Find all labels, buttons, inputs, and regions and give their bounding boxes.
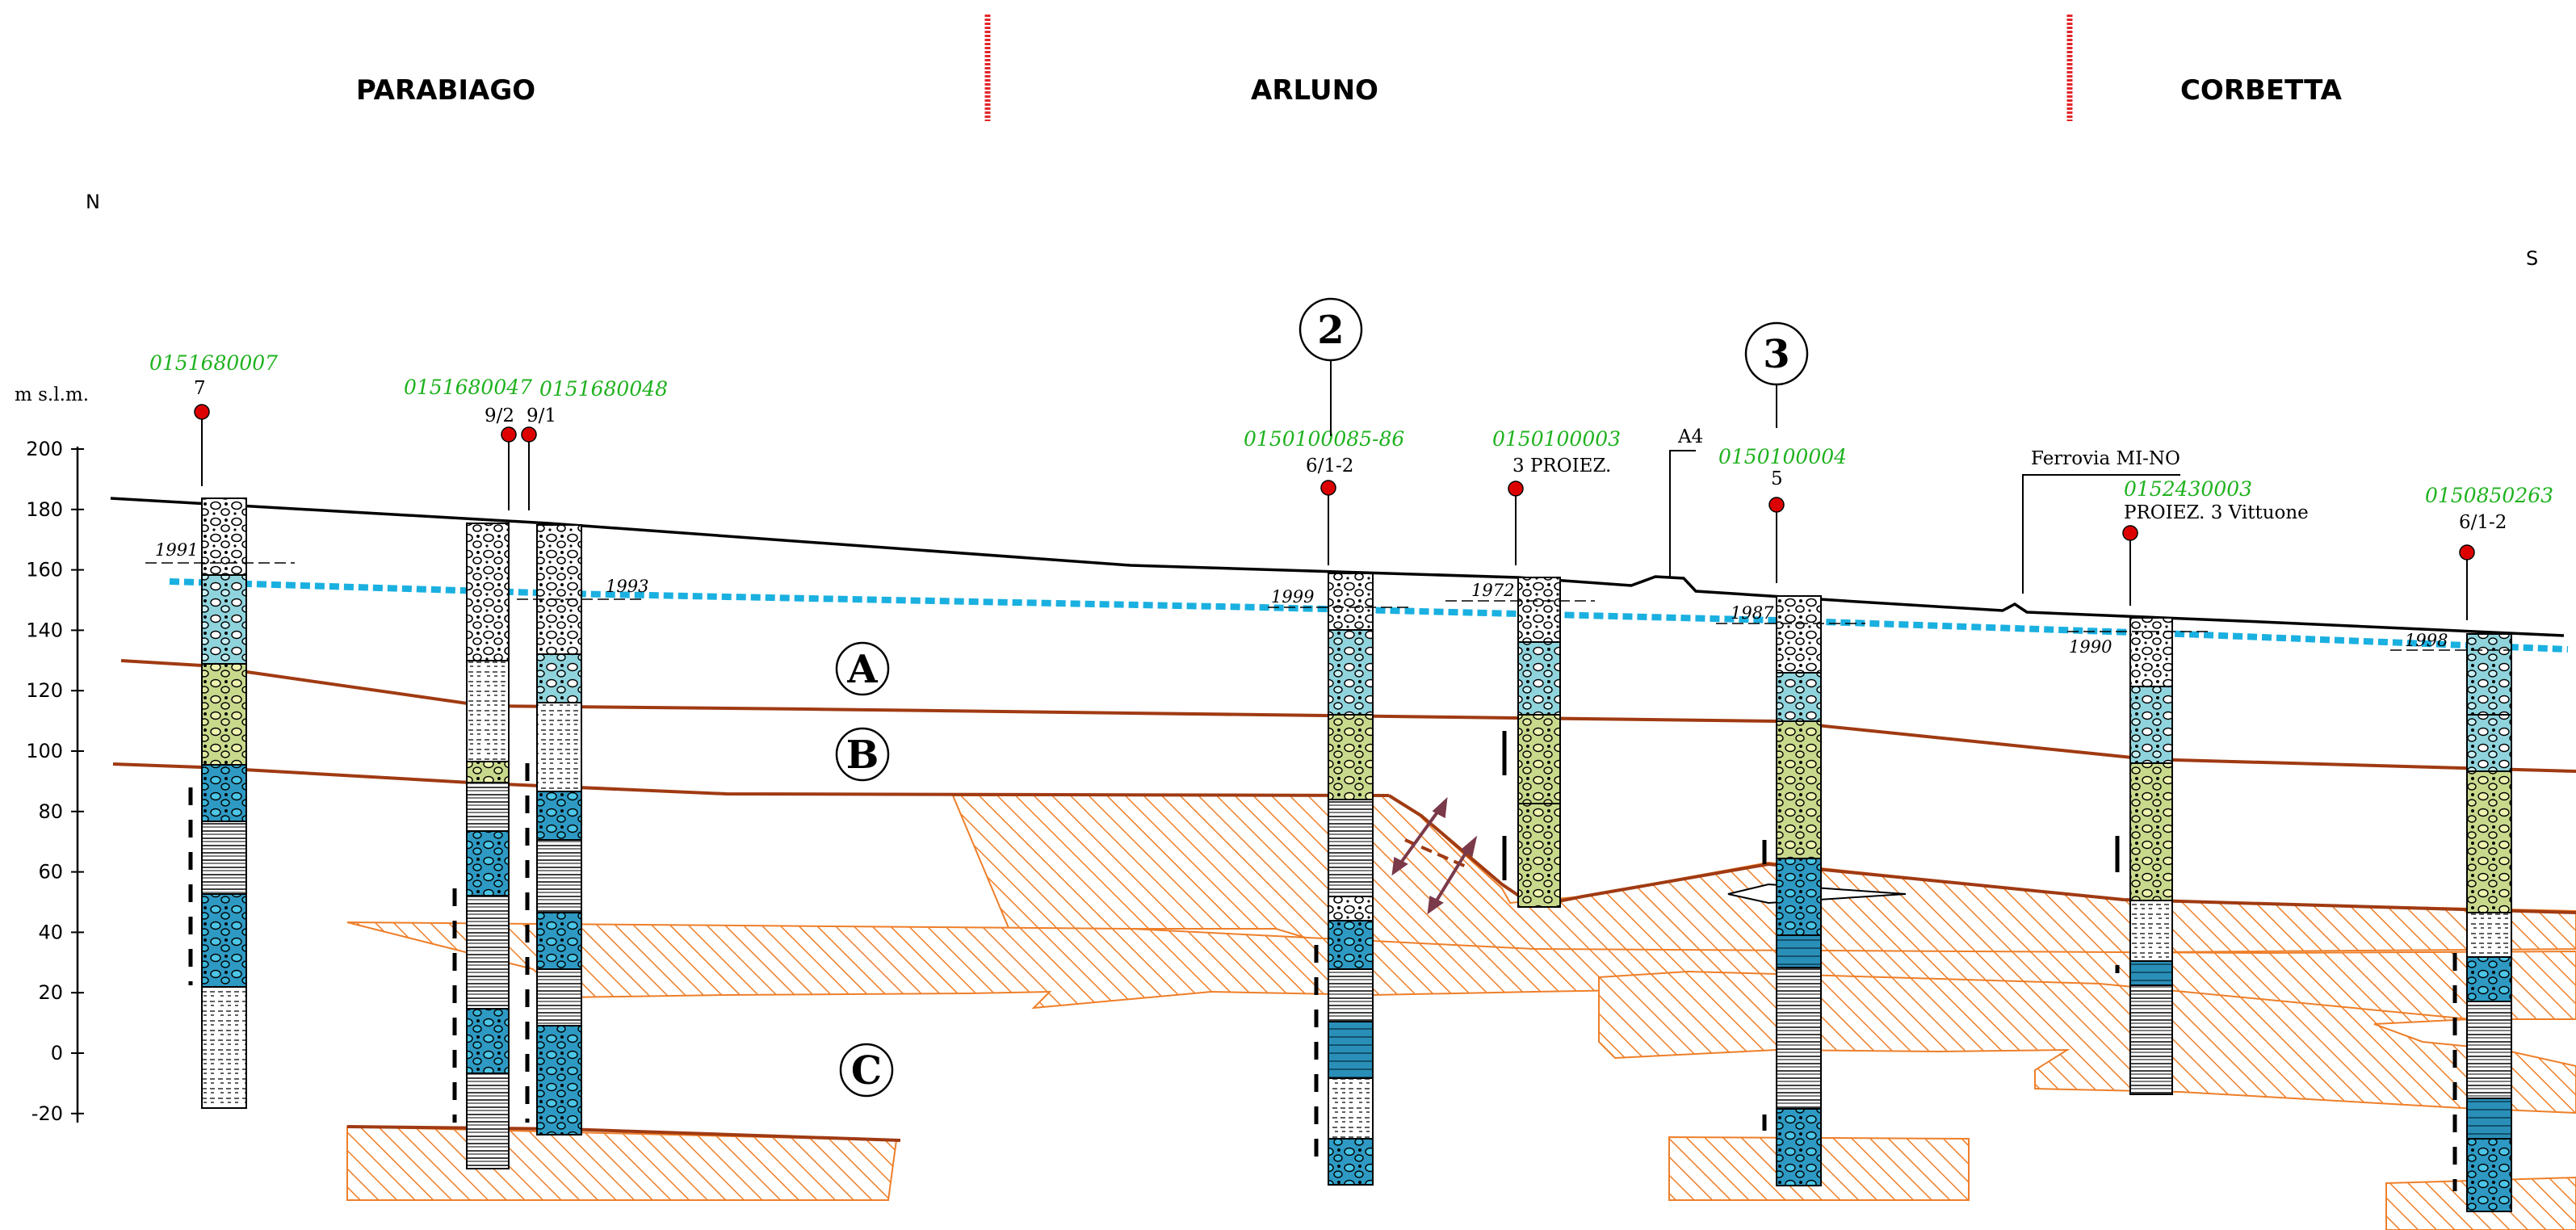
year-label: 1999 <box>1271 587 1314 607</box>
axis-tick-label: 20 <box>38 981 63 1004</box>
section-marker-2: 2 <box>1298 297 1363 436</box>
axis-tick-label: 40 <box>38 921 63 943</box>
well-marker <box>521 426 537 443</box>
south-label: S <box>2526 247 2538 270</box>
well-code: 0150100085-86 <box>1244 427 1404 451</box>
well-code: 0150850263 <box>2425 484 2553 507</box>
north-label: N <box>86 191 100 213</box>
unit-label-c: C <box>839 1043 894 1098</box>
screen-marks <box>188 731 2457 1191</box>
well-code: 0152430003 <box>2124 477 2252 501</box>
svg-text:3: 3 <box>1763 332 1789 377</box>
well-marker <box>501 426 517 443</box>
column-well-7 <box>201 497 247 1109</box>
a4-label: A4 <box>1677 426 1703 447</box>
well-label: PROIEZ. 3 Vittuone <box>2124 502 2309 523</box>
hatched-layer-lower-2 <box>1598 970 2576 1115</box>
ground-surface <box>110 497 2565 637</box>
well-code: 0151680007 <box>149 351 278 375</box>
column-well-6-1-2-arluno <box>1328 573 1374 1186</box>
municipality-parabiago: PARABIAGO <box>356 74 535 107</box>
unit-label-b: B <box>835 727 890 782</box>
well-label: 9/1 <box>527 405 556 426</box>
well-code: 0150100004 <box>1718 445 1847 468</box>
well-marker <box>2122 525 2138 541</box>
axis-tick-label: 0 <box>51 1042 63 1064</box>
axis-tick-label: 60 <box>38 861 63 884</box>
well-label: 6/1-2 <box>2459 512 2507 533</box>
axis-tick-label: 140 <box>26 619 63 641</box>
year-label: 1993 <box>606 577 648 596</box>
year-label: 1972 <box>1471 581 1514 600</box>
svg-text:B: B <box>846 733 879 778</box>
svg-text:2: 2 <box>1317 308 1344 353</box>
axis-tick-label: 80 <box>38 800 63 823</box>
borehole-columns <box>201 497 2512 1212</box>
well-code: 0150100003 <box>1492 427 1621 451</box>
section-marker-3: 3 <box>1744 321 1809 428</box>
well-label: 3 PROIEZ. <box>1512 455 1611 476</box>
axis-label: m s.l.m. <box>15 384 89 405</box>
year-label: 1998 <box>2405 631 2448 650</box>
well-marker <box>1768 497 1785 513</box>
column-well-3-proiez <box>1517 577 1561 908</box>
svg-text:C: C <box>851 1048 882 1094</box>
municipality-arluno: ARLUNO <box>1251 74 1378 107</box>
well-marker <box>1508 481 1524 497</box>
column-well-proiez-vittuone <box>2129 617 2173 1095</box>
fault-arrows <box>1391 796 1478 915</box>
svg-text:A: A <box>846 647 878 692</box>
column-well-9-2 <box>466 523 510 1169</box>
well-label: 6/1-2 <box>1306 455 1353 476</box>
well-marker <box>1320 480 1336 496</box>
column-well-9-1 <box>536 524 582 1136</box>
axis-tick-label: 120 <box>26 679 63 702</box>
municipality-corbetta: CORBETTA <box>2180 74 2343 107</box>
boundary-b-c <box>112 762 1390 797</box>
column-well-5 <box>1776 595 1822 1186</box>
boundary-a-b <box>120 659 2576 773</box>
infrastructure: A4 Ferrovia MI-NO <box>1669 426 2180 594</box>
well-label: 5 <box>1771 468 1783 489</box>
column-well-6-1-2-corbetta <box>2466 633 2512 1212</box>
axis-tick-label: 200 <box>26 438 63 460</box>
year-label: 1990 <box>2069 637 2112 657</box>
unit-label-a: A <box>835 641 890 696</box>
well-marker <box>2459 544 2475 560</box>
well-code: 0151680048 <box>539 377 668 401</box>
well-marker <box>194 404 210 420</box>
well-label: 7 <box>194 378 206 399</box>
well-label: 9/2 <box>485 405 514 426</box>
well-heads: 0151680007 7 0151680047 9/2 0151680048 9… <box>145 351 2553 657</box>
axis-tick-label: -20 <box>31 1102 63 1125</box>
year-label: 1991 <box>155 540 198 560</box>
year-label: 1987 <box>1731 603 1774 623</box>
railway-label: Ferrovia MI-NO <box>2031 448 2180 469</box>
axis-tick-label: 160 <box>26 559 63 581</box>
axis-tick-label: 180 <box>26 498 63 521</box>
axis-tick-label: 100 <box>26 740 63 762</box>
well-code: 0151680047 <box>404 376 532 399</box>
